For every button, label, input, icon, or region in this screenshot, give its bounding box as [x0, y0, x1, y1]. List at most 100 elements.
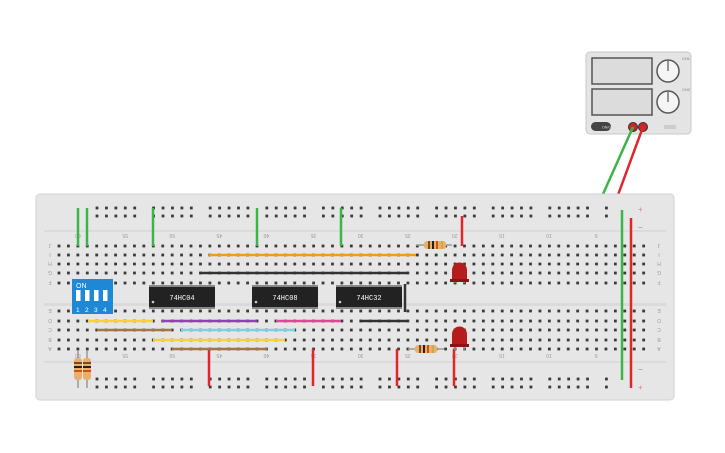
breadboard-hole[interactable] — [67, 253, 70, 257]
breadboard-hole[interactable] — [397, 262, 400, 266]
breadboard-hole[interactable] — [85, 271, 89, 275]
breadboard-hole[interactable] — [605, 385, 608, 389]
breadboard-hole[interactable] — [237, 206, 240, 210]
dip-toggle-1[interactable] — [76, 290, 81, 301]
breadboard-hole[interactable] — [623, 328, 627, 332]
breadboard-hole[interactable] — [491, 328, 495, 332]
breadboard-hole[interactable] — [340, 281, 344, 285]
breadboard-hole[interactable] — [312, 262, 316, 266]
breadboard-hole[interactable] — [67, 262, 70, 266]
breadboard-hole[interactable] — [567, 206, 571, 210]
breadboard-hole[interactable] — [415, 271, 419, 275]
breadboard-hole[interactable] — [519, 271, 523, 275]
breadboard-hole[interactable] — [613, 338, 617, 342]
breadboard-hole[interactable] — [387, 347, 391, 351]
breadboard-hole[interactable] — [415, 262, 419, 266]
breadboard-hole[interactable] — [237, 377, 240, 381]
breadboard-hole[interactable] — [434, 271, 438, 275]
breadboard-hole[interactable] — [510, 271, 514, 275]
breadboard-hole[interactable] — [151, 271, 155, 275]
breadboard-hole[interactable] — [481, 319, 485, 323]
breadboard-hole[interactable] — [340, 347, 344, 351]
breadboard-hole[interactable] — [453, 319, 457, 323]
breadboard-hole[interactable] — [312, 328, 316, 332]
breadboard-hole[interactable] — [283, 244, 287, 248]
breadboard-hole[interactable] — [359, 377, 363, 381]
breadboard-hole[interactable] — [529, 328, 532, 332]
breadboard-hole[interactable] — [548, 206, 552, 210]
breadboard-hole[interactable] — [265, 244, 268, 248]
breadboard-hole[interactable] — [368, 309, 372, 313]
breadboard-hole[interactable] — [302, 347, 306, 351]
breadboard-hole[interactable] — [548, 377, 552, 381]
resistor[interactable] — [416, 241, 452, 249]
breadboard-hole[interactable] — [444, 253, 448, 257]
breadboard-hole[interactable] — [359, 244, 363, 248]
breadboard-hole[interactable] — [481, 244, 485, 248]
breadboard-hole[interactable] — [642, 262, 646, 266]
breadboard-hole[interactable] — [57, 338, 61, 342]
breadboard-hole[interactable] — [76, 253, 80, 257]
breadboard-hole[interactable] — [510, 214, 514, 218]
breadboard-hole[interactable] — [246, 206, 250, 210]
breadboard-hole[interactable] — [642, 244, 646, 248]
breadboard-hole[interactable] — [142, 244, 146, 248]
breadboard-hole[interactable] — [529, 244, 532, 248]
breadboard-hole[interactable] — [312, 281, 316, 285]
breadboard-hole[interactable] — [585, 347, 589, 351]
breadboard-hole[interactable] — [142, 309, 146, 313]
breadboard-hole[interactable] — [152, 385, 155, 389]
breadboard-hole[interactable] — [595, 244, 598, 248]
breadboard-hole[interactable] — [605, 214, 608, 218]
breadboard-hole[interactable] — [444, 271, 448, 275]
breadboard-hole[interactable] — [265, 214, 269, 218]
breadboard-hole[interactable] — [491, 206, 495, 210]
breadboard-hole[interactable] — [547, 271, 551, 275]
breadboard-hole[interactable] — [557, 262, 561, 266]
breadboard-hole[interactable] — [388, 377, 391, 381]
breadboard-hole[interactable] — [57, 319, 61, 323]
breadboard-hole[interactable] — [529, 206, 533, 210]
breadboard-hole[interactable] — [604, 319, 608, 323]
breadboard-hole[interactable] — [425, 271, 429, 275]
breadboard-hole[interactable] — [576, 328, 580, 332]
breadboard-hole[interactable] — [623, 253, 627, 257]
breadboard-hole[interactable] — [605, 377, 608, 381]
breadboard-hole[interactable] — [501, 214, 505, 218]
breadboard-hole[interactable] — [557, 281, 561, 285]
breadboard-hole[interactable] — [510, 253, 514, 257]
breadboard-hole[interactable] — [613, 309, 617, 313]
breadboard-hole[interactable] — [161, 309, 165, 313]
breadboard-hole[interactable] — [472, 244, 476, 248]
breadboard-hole[interactable] — [519, 309, 523, 313]
breadboard-hole[interactable] — [566, 281, 570, 285]
breadboard-hole[interactable] — [284, 214, 288, 218]
breadboard-hole[interactable] — [463, 244, 466, 248]
breadboard-hole[interactable] — [349, 281, 353, 285]
breadboard-hole[interactable] — [434, 262, 438, 266]
breadboard-hole[interactable] — [218, 385, 222, 389]
breadboard-hole[interactable] — [104, 244, 108, 248]
breadboard-hole[interactable] — [632, 244, 636, 248]
breadboard-hole[interactable] — [538, 309, 542, 313]
breadboard-hole[interactable] — [595, 319, 598, 323]
breadboard-hole[interactable] — [406, 206, 410, 210]
breadboard-hole[interactable] — [576, 214, 580, 218]
breadboard-hole[interactable] — [529, 347, 532, 351]
psu-power-button[interactable] — [591, 122, 611, 131]
breadboard-hole[interactable] — [180, 214, 184, 218]
breadboard-hole[interactable] — [557, 271, 561, 275]
breadboard-hole[interactable] — [246, 309, 249, 313]
breadboard-hole[interactable] — [322, 385, 325, 389]
breadboard-hole[interactable] — [576, 347, 580, 351]
breadboard-hole[interactable] — [491, 244, 495, 248]
breadboard-hole[interactable] — [397, 347, 400, 351]
breadboard-hole[interactable] — [378, 328, 382, 332]
breadboard-hole[interactable] — [123, 244, 127, 248]
breadboard-hole[interactable] — [95, 347, 99, 351]
breadboard-hole[interactable] — [236, 281, 240, 285]
breadboard-hole[interactable] — [557, 338, 561, 342]
breadboard-hole[interactable] — [246, 214, 250, 218]
breadboard-hole[interactable] — [293, 347, 297, 351]
breadboard-hole[interactable] — [604, 244, 608, 248]
